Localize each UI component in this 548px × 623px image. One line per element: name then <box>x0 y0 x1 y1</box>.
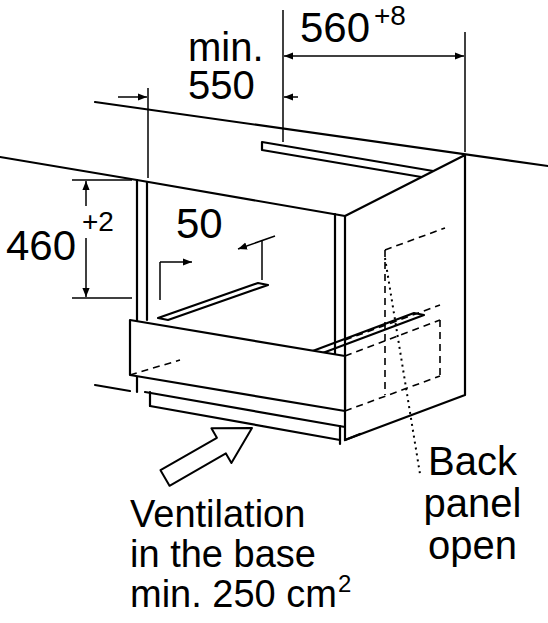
ventilation-note: Ventilation in the base min. 250 cm <box>130 494 337 614</box>
dimension-arrow <box>284 55 300 57</box>
back-panel-opening <box>385 228 445 250</box>
dimension-value: 560 <box>300 4 370 52</box>
niche-top-front-edge <box>137 180 345 216</box>
slat <box>158 283 268 320</box>
drawer-front <box>130 320 345 411</box>
text-line: Ventilation <box>130 494 337 534</box>
left-panel-inner <box>146 182 148 320</box>
tolerance: +8 <box>374 0 406 32</box>
superscript: 2 <box>338 570 351 598</box>
extension-line <box>147 88 149 178</box>
ventilation-arrow <box>161 428 253 486</box>
back-panel-opening <box>384 250 386 395</box>
right-panel-inner <box>334 214 336 354</box>
dimension-arrow <box>300 55 464 57</box>
dimension-value: 460 <box>6 222 76 270</box>
top-rail <box>262 142 445 181</box>
hidden-drawer-edge <box>345 320 440 356</box>
note-label: Back panel open <box>405 440 540 566</box>
extension-line <box>72 297 132 299</box>
extension-line <box>72 179 132 181</box>
dimension-arrow <box>160 261 192 263</box>
leader-dotted <box>385 258 420 474</box>
dimension-label: min. 550 <box>188 28 264 104</box>
hidden-drawer-edge <box>345 376 440 411</box>
worktop-back-edge <box>95 102 548 166</box>
text-line: panel <box>405 482 540 524</box>
extension-line <box>261 240 263 280</box>
right-panel <box>345 155 465 440</box>
plinth-post <box>149 392 151 406</box>
dimension-arrow <box>238 236 275 249</box>
plinth-post <box>339 426 341 444</box>
dimension-value: 50 <box>176 200 223 248</box>
hidden-drawer-edge <box>130 360 180 375</box>
slat <box>310 313 424 354</box>
extension-line <box>159 262 161 300</box>
dimension-arrow <box>85 240 87 297</box>
hidden-rail <box>345 305 440 340</box>
hidden-drawer-edge <box>439 320 441 376</box>
text-line: 550 <box>188 66 264 104</box>
extension-line <box>464 32 466 152</box>
text-line: in the base <box>130 534 337 574</box>
text-line: open <box>405 524 540 566</box>
text-line: min. <box>188 28 264 66</box>
dimension-arrow <box>284 96 298 98</box>
tolerance: +2 <box>80 206 116 238</box>
panel-foot <box>345 434 360 440</box>
text-line: Back <box>405 440 540 482</box>
extension-line <box>282 10 284 142</box>
dimension-arrow <box>118 96 147 98</box>
text-line: min. 250 cm <box>130 574 337 614</box>
floor-line <box>95 385 130 391</box>
worktop-front-edge <box>0 157 137 180</box>
